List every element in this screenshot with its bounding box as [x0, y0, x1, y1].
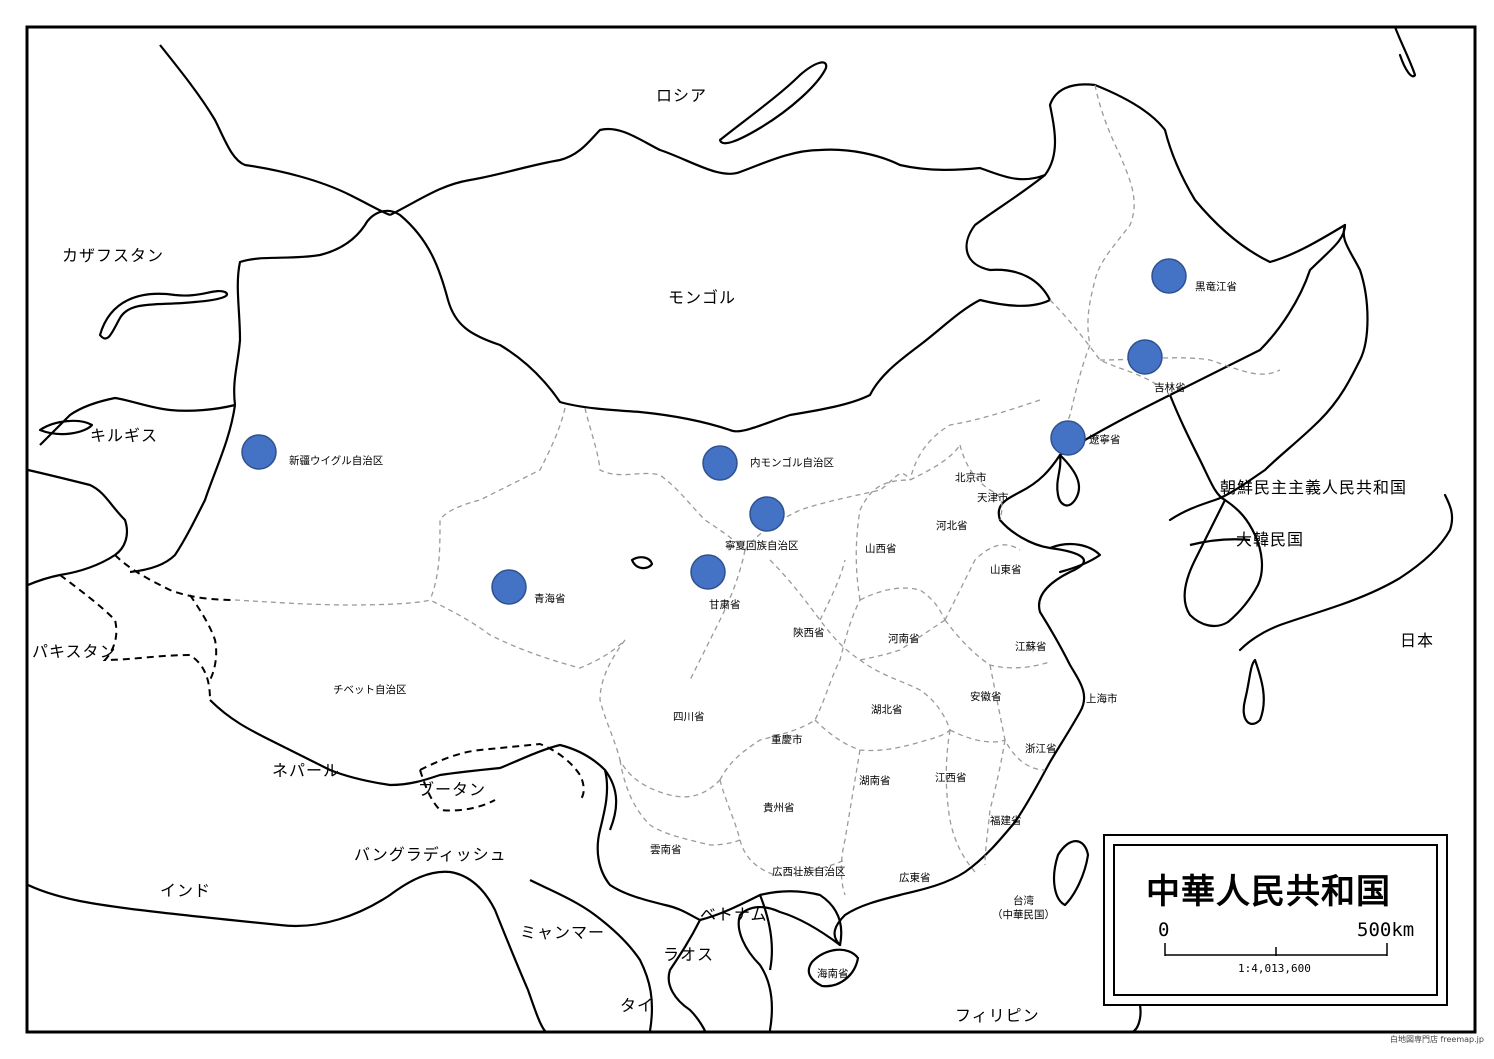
- label-shanxi: 山西省: [865, 542, 897, 555]
- province-borders: [234, 84, 1281, 896]
- label-kazakhstan: カザフスタン: [62, 246, 164, 265]
- marker-ningxia[interactable]: [749, 496, 785, 532]
- label-guangxi: 広西壮族自治区: [772, 865, 846, 878]
- label-philippines: フィリピン: [955, 1006, 1040, 1025]
- label-hubei: 湖北省: [871, 703, 903, 716]
- label-kyrgyzstan: キルギス: [90, 426, 158, 445]
- credit-text: 白地図専門店 freemap.jp: [1390, 1034, 1484, 1044]
- legend-box: 中華人民共和国 0 500km 1:4,013,600: [1103, 834, 1448, 1006]
- label-laos: ラオス: [663, 945, 714, 964]
- label-guizhou: 貴州省: [763, 801, 795, 814]
- label-shaanxi: 陝西省: [793, 626, 825, 639]
- marker-gansu[interactable]: [690, 554, 726, 590]
- label-russia: ロシア: [656, 86, 707, 105]
- international-borders: [27, 44, 1347, 1032]
- label-liaoning: 遼寧省: [1089, 433, 1121, 446]
- label-bhutan: ブータン: [418, 780, 486, 799]
- label-tianjin: 天津市: [977, 491, 1009, 504]
- scale-start: 0: [1158, 919, 1169, 941]
- marker-inner-mongolia[interactable]: [702, 445, 738, 481]
- label-vietnam: ベトナム: [700, 905, 768, 924]
- label-taiwan: 台湾: [1013, 894, 1035, 907]
- label-henan: 河南省: [888, 632, 920, 645]
- label-bangladesh: バングラディッシュ: [354, 845, 507, 864]
- label-jiangsu: 江蘇省: [1015, 640, 1047, 653]
- label-tibet: チベット自治区: [333, 683, 407, 696]
- scale-bar: [1164, 943, 1388, 956]
- label-hainan: 海南省: [817, 967, 849, 980]
- label-thailand: タイ: [620, 996, 654, 1015]
- label-taiwan-note: （中華民国）: [992, 908, 1055, 921]
- label-anhui: 安徽省: [970, 690, 1002, 703]
- province-markers: [241, 258, 1187, 605]
- country-labels: ロシア カザフスタン モンゴル キルギス パキスタン ネパール ブータン バング…: [32, 86, 1434, 1025]
- label-pakistan: パキスタン: [32, 642, 117, 661]
- label-zhejiang: 浙江省: [1025, 742, 1057, 755]
- scale-end: 500km: [1357, 919, 1414, 941]
- marker-xinjiang[interactable]: [241, 434, 277, 470]
- label-sichuan: 四川省: [673, 710, 705, 723]
- label-mongolia: モンゴル: [668, 288, 736, 307]
- label-inner-mongolia: 内モンゴル自治区: [750, 456, 834, 469]
- label-hunan: 湖南省: [859, 774, 891, 787]
- label-gansu: 甘粛省: [709, 598, 741, 611]
- label-jilin: 吉林省: [1154, 381, 1186, 394]
- label-nepal: ネパール: [272, 761, 340, 780]
- label-jiangxi: 江西省: [935, 771, 967, 784]
- label-heilongjiang: 黒竜江省: [1195, 280, 1237, 293]
- label-myanmar: ミャンマー: [520, 923, 605, 942]
- label-xinjiang: 新疆ウイグル自治区: [289, 454, 383, 467]
- label-guangdong: 広東省: [899, 871, 931, 884]
- label-north-korea: 朝鮮民主主義人民共和国: [1220, 478, 1407, 497]
- label-shanghai: 上海市: [1086, 692, 1118, 705]
- scale-ratio: 1:4,013,600: [1238, 962, 1311, 975]
- label-south-korea: 大韓民国: [1236, 530, 1304, 549]
- label-qinghai: 青海省: [534, 592, 566, 605]
- marker-liaoning[interactable]: [1050, 420, 1086, 456]
- label-japan: 日本: [1400, 631, 1434, 650]
- label-chongqing: 重慶市: [771, 733, 803, 746]
- label-ningxia: 寧夏回族自治区: [725, 539, 799, 552]
- label-yunnan: 雲南省: [650, 843, 682, 856]
- label-shandong: 山東省: [990, 563, 1022, 576]
- disputed-borders: [59, 554, 585, 812]
- legend-title: 中華人民共和国: [1146, 872, 1391, 912]
- label-beijing: 北京市: [955, 471, 987, 484]
- map-frame: [25, 25, 1477, 1034]
- marker-jilin[interactable]: [1127, 339, 1163, 375]
- label-fujian: 福建省: [990, 814, 1022, 827]
- marker-heilongjiang[interactable]: [1151, 258, 1187, 294]
- label-hebei: 河北省: [936, 519, 968, 532]
- label-india: インド: [160, 881, 211, 900]
- province-labels: 黒竜江省 吉林省 遼寧省 新疆ウイグル自治区 内モンゴル自治区 寧夏回族自治区 …: [289, 280, 1237, 980]
- marker-qinghai[interactable]: [491, 569, 527, 605]
